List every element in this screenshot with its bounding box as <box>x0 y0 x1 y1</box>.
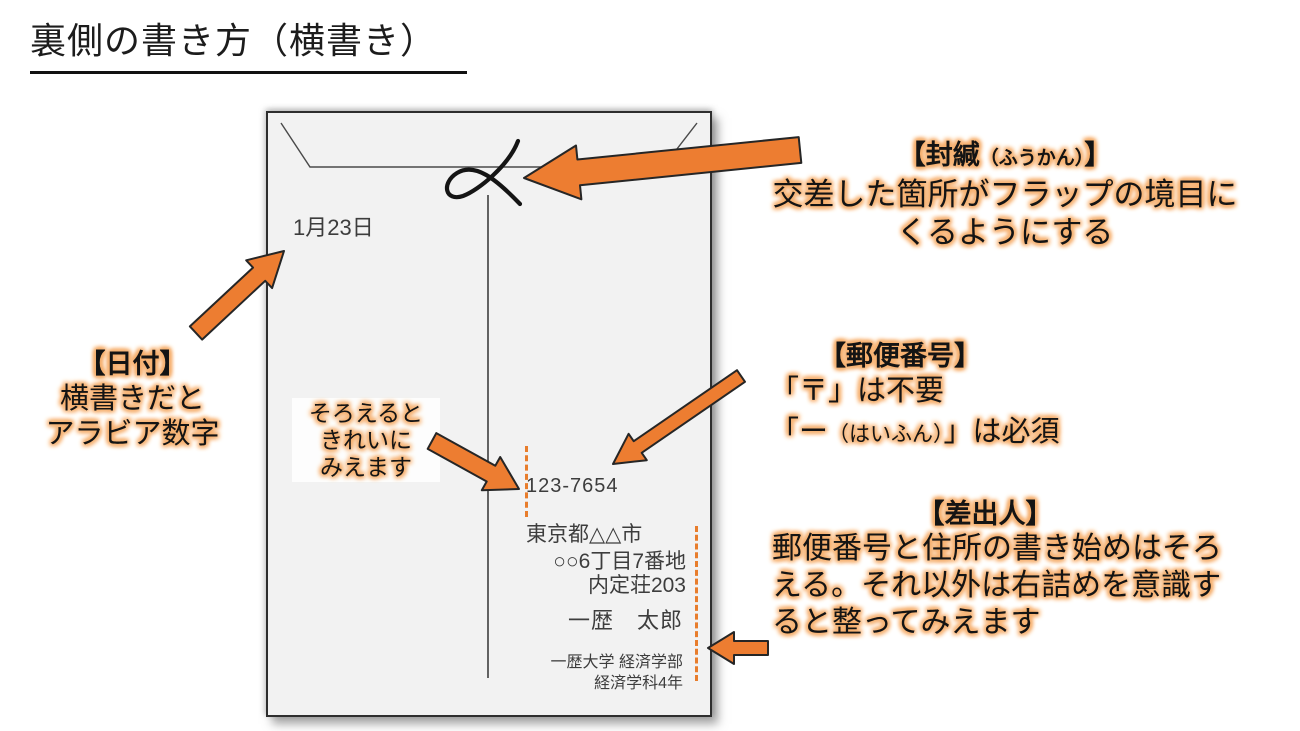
alignment-guide-postal <box>525 446 528 517</box>
arrow-to-sender-block-icon <box>707 631 769 665</box>
annotation-fuukan-line2: くるようにする <box>896 215 1114 250</box>
annotation-fuukan: 【封緘（ふうかん）】 交差した箇所がフラップの境目に くるようにする <box>740 138 1270 252</box>
seal-mark-icon <box>445 138 523 207</box>
annotation-fuukan-heading: 【封緘（ふうかん）】 <box>740 138 1270 176</box>
alignment-note-line: そろえると <box>308 400 424 426</box>
annotation-postal-heading: 【郵便番号】 <box>819 341 981 371</box>
sender-address-line1: 東京都△△市 <box>526 523 643 546</box>
envelope-back: 1月23日 そろえると きれいに みえます 123-7654 東京都△△市 ○○… <box>266 111 712 717</box>
sender-affiliation-line2: 経済学科4年 <box>594 675 683 692</box>
annotation-date: 【日付】 横書きだと アラビア数字 <box>5 346 260 452</box>
annotation-postal-line1: 「〒」は不要 <box>770 375 945 407</box>
alignment-note-line: みえます <box>320 454 412 480</box>
annotation-postal-body: 「〒」は不要 「ー（はいふん）」は必須 <box>770 371 1060 455</box>
annotation-sender-body: 郵便番号と住所の書き始めはそろ える。それ以外は右詰めを意識す ると整ってみえま… <box>772 530 1222 641</box>
page-title: 裏側の書き方（横書き） <box>30 12 468 74</box>
alignment-note: そろえると きれいに みえます <box>292 398 440 482</box>
annotation-fuukan-line1: 交差した箇所がフラップの境目に <box>772 177 1238 212</box>
annotation-sender-line3: ると整ってみえます <box>772 606 1041 639</box>
annotation-sender-line1: 郵便番号と住所の書き始めはそろ <box>772 532 1222 565</box>
postal-line2-end: 」は必須 <box>943 416 1060 448</box>
annotation-date-heading: 【日付】 <box>78 349 187 379</box>
annotation-sender-line2: える。それ以外は右詰めを意識す <box>772 569 1222 602</box>
annotation-postal-line2: 「ー（はいふん）」は必須 <box>770 412 1060 455</box>
annotation-sender-heading: 【差出人】 <box>917 499 1053 529</box>
alignment-note-line: きれいに <box>320 427 412 453</box>
fuukan-heading-close: 】 <box>1084 140 1112 170</box>
sender-name: 一歴 太郎 <box>567 608 683 633</box>
envelope-flap-line <box>280 122 698 168</box>
fuukan-heading-main: 【封緘 <box>898 140 980 170</box>
postal-line2-start: 「ー <box>770 416 829 448</box>
sender-address-line2: ○○6丁目7番地 <box>553 550 686 573</box>
annotation-date-line2: アラビア数字 <box>45 418 220 450</box>
postal-line2-reading: （はいふん） <box>828 423 944 446</box>
fuukan-heading-reading: （ふうかん） <box>979 148 1085 169</box>
envelope-date: 1月23日 <box>293 215 374 240</box>
sender-affiliation-line1: 一歴大学 経済学部 <box>550 654 683 671</box>
sender-postal-code: 123-7654 <box>526 475 619 497</box>
alignment-guide-right-edge <box>695 526 698 681</box>
annotation-date-line1: 横書きだと <box>59 383 205 415</box>
sender-address-line3: 内定荘203 <box>587 574 686 597</box>
